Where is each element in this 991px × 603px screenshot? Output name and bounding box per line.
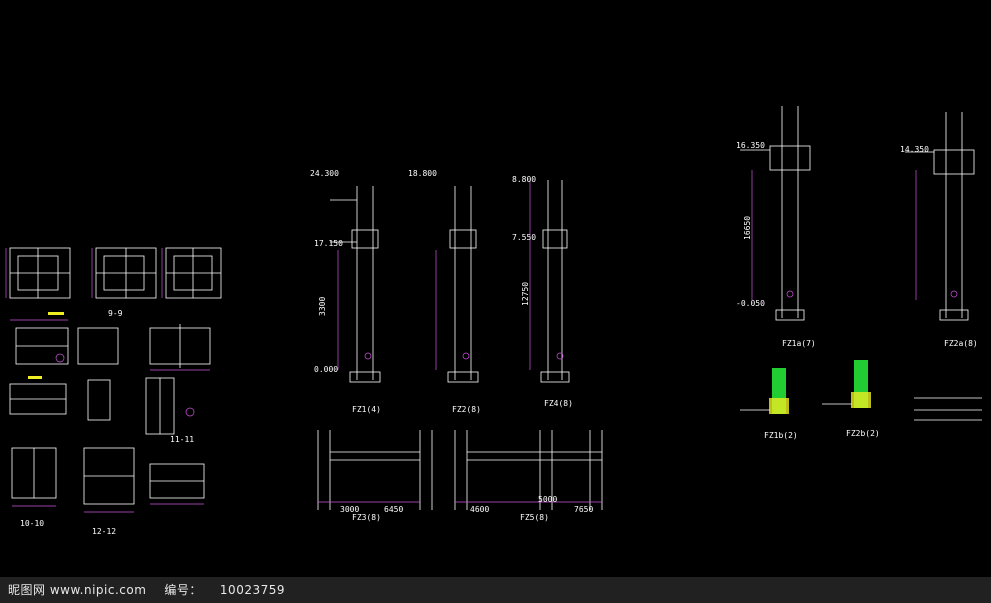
column-label-fz1: FZ1(4) <box>352 405 381 414</box>
dim-5000: 5000 <box>538 495 557 504</box>
elev-0000-a: 0.000 <box>314 365 338 374</box>
column-label-fz2: FZ2(8) <box>452 405 481 414</box>
detail-label-12: 12-12 <box>92 527 116 536</box>
dim-16650: 16650 <box>743 216 752 240</box>
watermark-id-value: 10023759 <box>219 583 285 597</box>
column-group-center <box>317 180 603 510</box>
dim-3000: 3000 <box>340 505 359 514</box>
watermark-id-label: 编号： <box>164 583 202 597</box>
elev-8800: 8.800 <box>512 175 536 184</box>
elev-7550: 7.550 <box>512 233 536 242</box>
dim-12750: 12750 <box>521 282 530 306</box>
column-group-center-dims <box>318 180 602 503</box>
detail-left-markers <box>28 312 64 379</box>
column-label-fz1b: FZ1b(2) <box>764 431 798 440</box>
column-group-right-dims <box>751 170 958 300</box>
detail-group-left-dims <box>5 248 210 513</box>
dim-7650: 7650 <box>574 505 593 514</box>
column-label-fz4: FZ4(8) <box>544 399 573 408</box>
column-label-fz1a: FZ1a(7) <box>782 339 816 348</box>
dim-6450: 6450 <box>384 505 403 514</box>
elev-17150: 17.150 <box>314 239 343 248</box>
detail-label-11: 11-11 <box>170 435 194 444</box>
detail-label-10: 10-10 <box>20 519 44 528</box>
elev-16350: 16.350 <box>736 141 765 150</box>
green-columns <box>769 360 871 414</box>
column-label-fz2b: FZ2b(2) <box>846 429 880 438</box>
elev-24300: 24.300 <box>310 169 339 178</box>
elev-14350: 14.350 <box>900 145 929 154</box>
watermark-bar: 昵图网 www.nipic.com 编号： 10023759 <box>0 577 991 603</box>
column-label-fz3: FZ3(8) <box>352 513 381 522</box>
dim-4600: 4600 <box>470 505 489 514</box>
dim-3300: 3300 <box>318 297 327 316</box>
elev-18800: 18.800 <box>408 169 437 178</box>
watermark-site: 昵图网 www.nipic.com <box>8 583 147 597</box>
watermark-text: 昵图网 www.nipic.com 编号： 10023759 <box>8 581 303 598</box>
green-column-leaders <box>740 397 982 421</box>
column-label-fz5: FZ5(8) <box>520 513 549 522</box>
detail-label-9: 9-9 <box>108 309 123 318</box>
column-label-fz2a: FZ2a(8) <box>944 339 978 348</box>
detail-group-left <box>9 247 222 505</box>
column-group-right <box>740 106 975 321</box>
elev-neg-0050: -0.050 <box>736 299 765 308</box>
